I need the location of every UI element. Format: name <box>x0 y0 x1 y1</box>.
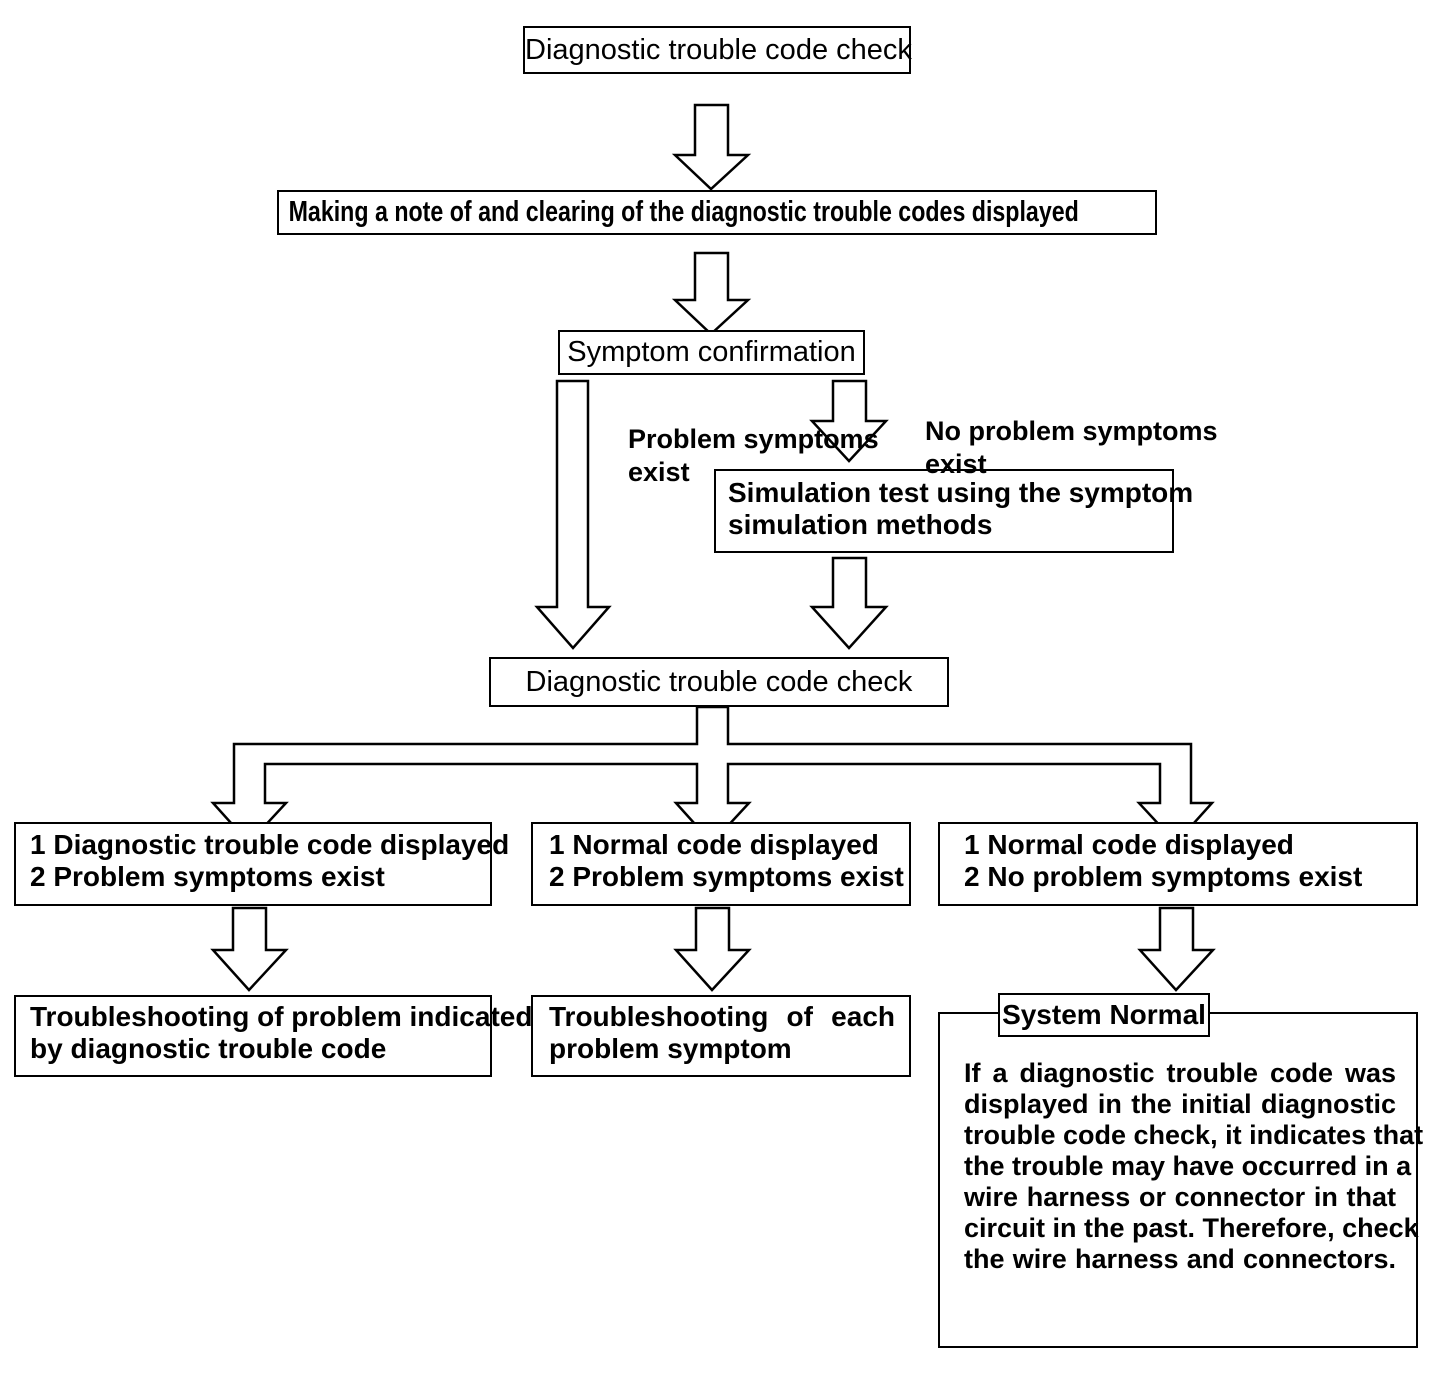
edge-label-problem-exist: Problem symptoms exist <box>598 390 879 522</box>
edge-label-no-problem-exist: No problem symptoms exist <box>895 382 1218 514</box>
node-outcome-right[interactable]: 1 Normal code displayed 2 No problem sym… <box>938 822 1418 906</box>
arrow-outcome-right-to-result <box>1137 906 1216 992</box>
edge-label-no-problem-exist-line1: No problem symptoms <box>925 415 1218 446</box>
node-outcome-right-line2: 2 No problem symptoms exist <box>964 861 1363 892</box>
node-simulation-test-line2: simulation methods <box>728 509 993 540</box>
node-symptom-confirmation-label: Symptom confirmation <box>567 336 856 368</box>
node-result-middle-line1: Troubleshooting of each <box>549 1001 895 1032</box>
node-outcome-right-line1: 1 Normal code displayed <box>964 829 1294 860</box>
node-outcome-middle-line1: 1 Normal code displayed <box>549 829 879 860</box>
node-second-check[interactable]: Diagnostic trouble code check <box>489 657 949 707</box>
node-note-clear[interactable]: Making a note of and clearing of the dia… <box>277 190 1157 235</box>
node-result-left-line2: by diagnostic trouble code <box>30 1033 387 1064</box>
node-result-right[interactable]: If a diagnostic trouble code was display… <box>938 1012 1424 1348</box>
arrow-outcome-left-to-result <box>210 906 289 992</box>
node-result-right-line4: the trouble may have occurred in a <box>964 1151 1412 1181</box>
node-result-right-title: System Normal <box>1002 999 1206 1030</box>
node-result-right-line1: If a diagnostic trouble code was <box>964 1058 1396 1088</box>
edge-label-problem-exist-line1: Problem symptoms <box>628 423 879 454</box>
node-result-right-line5: wire harness or connector in that <box>964 1182 1396 1212</box>
edge-label-no-problem-exist-line2: exist <box>925 448 987 479</box>
node-result-middle[interactable]: Troubleshooting of each problem symptom <box>531 995 911 1077</box>
node-outcome-middle[interactable]: 1 Normal code displayed 2 Problem sympto… <box>531 822 911 906</box>
node-outcome-left-line1: 1 Diagnostic trouble code displayed <box>30 829 510 860</box>
node-result-right-title-badge[interactable]: System Normal <box>998 993 1210 1037</box>
node-start-check[interactable]: Diagnostic trouble code check <box>523 26 912 74</box>
node-start-check-label: Diagnostic trouble code check <box>525 33 912 66</box>
arrow-start-to-note <box>671 103 752 191</box>
node-second-check-label: Diagnostic trouble code check <box>525 665 913 698</box>
arrow-simulation-to-second-check <box>809 556 889 650</box>
node-outcome-left-line2: 2 Problem symptoms exist <box>30 861 385 892</box>
node-simulation-test[interactable]: Simulation test using the symptom simula… <box>714 469 1194 553</box>
node-result-middle-line2: problem symptom <box>549 1033 792 1064</box>
node-result-right-line2: displayed in the initial diagnostic <box>964 1089 1396 1119</box>
edge-label-problem-exist-line2: exist <box>628 456 690 487</box>
node-note-clear-label: Making a note of and clearing of the dia… <box>288 196 1079 228</box>
node-result-right-line3: trouble code check, it indicates that <box>964 1120 1424 1150</box>
node-outcome-left[interactable]: 1 Diagnostic trouble code displayed 2 Pr… <box>14 822 510 906</box>
node-result-right-line7: the wire harness and connectors. <box>964 1244 1396 1274</box>
node-symptom-confirmation[interactable]: Symptom confirmation <box>558 330 865 375</box>
node-result-left[interactable]: Troubleshooting of problem indicated by … <box>14 995 533 1077</box>
node-outcome-middle-line2: 2 Problem symptoms exist <box>549 861 904 892</box>
arrow-outcome-middle-to-result <box>673 906 752 992</box>
node-result-right-line6: circuit in the past. Therefore, check <box>964 1213 1419 1243</box>
node-simulation-test-line1: Simulation test using the symptom <box>728 477 1194 508</box>
node-result-left-line1: Troubleshooting of problem indicated <box>30 1001 533 1032</box>
arrow-note-to-symptom <box>671 251 752 336</box>
